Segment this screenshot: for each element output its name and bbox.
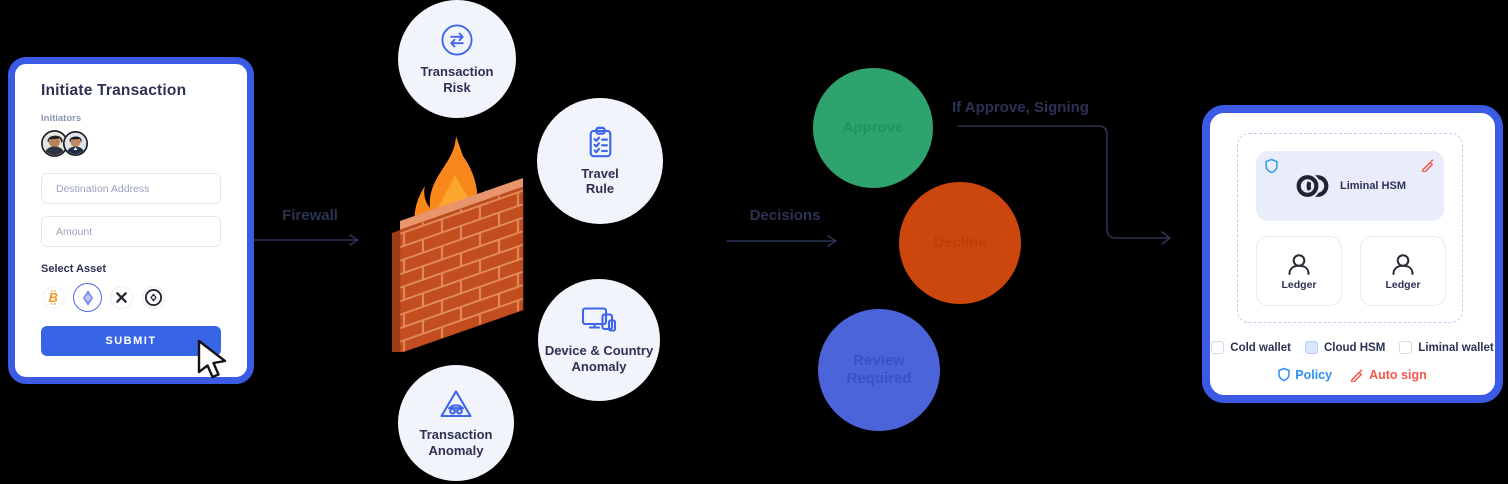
person-icon	[1392, 254, 1414, 275]
firewall-label: Firewall	[282, 207, 338, 224]
wallet-options-row: Cold wallet Cloud HSM Liminal wallet	[1210, 341, 1495, 354]
ethereum-icon	[75, 285, 100, 310]
decisions-arrow	[726, 235, 837, 247]
devices-icon	[581, 307, 617, 332]
asset-bitcoin[interactable]: B	[41, 285, 66, 310]
checkbox-label: Liminal wallet	[1418, 341, 1494, 354]
checkbox[interactable]	[1304, 341, 1318, 354]
if-approve-signing-label: If Approve, Signing	[952, 99, 1089, 116]
avatar	[63, 131, 88, 156]
auto-sign-legend: Auto sign	[1350, 367, 1427, 382]
wallet-option-liminal-wallet[interactable]: Liminal wallet	[1399, 341, 1494, 354]
pen-icon	[1350, 368, 1363, 382]
decision-label: Approve	[842, 119, 904, 136]
checkbox[interactable]	[1211, 341, 1225, 354]
decision-label: Review Required	[846, 352, 912, 387]
decision-review-required: Review Required	[818, 309, 940, 431]
coin-icon	[142, 286, 165, 309]
check-label: Transaction Anomaly	[419, 427, 493, 458]
decision-label: Decline	[933, 234, 987, 251]
person-icon	[1288, 254, 1310, 275]
check-label: Transaction Risk	[420, 64, 494, 95]
firewall-brick-wall-icon	[392, 136, 524, 352]
ledger-signer-box: Ledger	[1256, 236, 1342, 306]
decisions-label: Decisions	[749, 207, 821, 224]
signer-label: Ledger	[1281, 279, 1317, 291]
asset-selector: B	[41, 283, 221, 312]
signing-legend: Policy Auto sign	[1210, 367, 1495, 382]
xrp-icon	[110, 286, 133, 309]
amount-input[interactable]	[41, 216, 221, 247]
liminal-logo-icon	[1294, 172, 1329, 200]
card-title: Initiate Transaction	[41, 82, 187, 99]
asset-ethereum[interactable]	[73, 283, 102, 312]
pen-icon	[1421, 159, 1434, 172]
select-asset-label: Select Asset	[41, 263, 107, 275]
initiate-transaction-card: Initiate Transaction Initiators	[8, 57, 254, 384]
clipboard-checklist-icon	[589, 126, 611, 157]
asset-token[interactable]	[141, 285, 166, 310]
check-label: Device & Country Anomaly	[544, 343, 654, 374]
submit-button[interactable]: SUBMIT	[41, 326, 221, 356]
checkbox[interactable]	[1399, 341, 1413, 354]
policy-legend: Policy	[1278, 367, 1332, 382]
policy-label: Policy	[1295, 367, 1333, 382]
initiator-avatars	[41, 130, 221, 157]
checkbox-label: Cold wallet	[1230, 341, 1291, 354]
check-transaction-risk: Transaction Risk	[398, 0, 516, 118]
swap-arrows-icon	[441, 24, 473, 56]
bitcoin-icon: B	[42, 286, 65, 309]
check-device-country-anomaly: Device & Country Anomaly	[538, 279, 660, 401]
signing-options-box: Liminal HSM Ledger Ledger	[1237, 133, 1463, 323]
svg-text:B: B	[49, 290, 58, 305]
signing-card: Liminal HSM Ledger Ledger Cold w	[1202, 105, 1503, 403]
decision-decline: Decline	[899, 182, 1021, 304]
ledger-signer-box: Ledger	[1360, 236, 1446, 306]
initiators-label: Initiators	[41, 113, 82, 124]
signer-label: Ledger	[1385, 279, 1421, 291]
asset-xrp[interactable]	[109, 285, 134, 310]
check-transaction-anomaly: Transaction Anomaly	[398, 365, 514, 481]
checkbox-label: Cloud HSM	[1323, 341, 1386, 354]
hsm-label: Liminal HSM	[1339, 180, 1406, 192]
destination-address-input[interactable]	[41, 173, 221, 204]
liminal-hsm-box: Liminal HSM	[1256, 151, 1444, 221]
firewall-arrow	[254, 234, 359, 246]
if-approve-arrow	[957, 125, 1171, 245]
shield-icon	[1265, 158, 1278, 174]
mouse-cursor-icon	[197, 339, 227, 379]
shield-icon	[1278, 367, 1291, 382]
wallet-option-cold-wallet[interactable]: Cold wallet	[1211, 341, 1291, 354]
check-label: Travel Rule	[581, 165, 619, 196]
wallet-option-cloud-hsm[interactable]: Cloud HSM	[1304, 341, 1386, 354]
auto-sign-label: Auto sign	[1369, 367, 1427, 382]
fraud-warning-icon	[440, 390, 472, 418]
decision-approve: Approve	[813, 68, 933, 188]
check-travel-rule: Travel Rule	[537, 98, 663, 224]
